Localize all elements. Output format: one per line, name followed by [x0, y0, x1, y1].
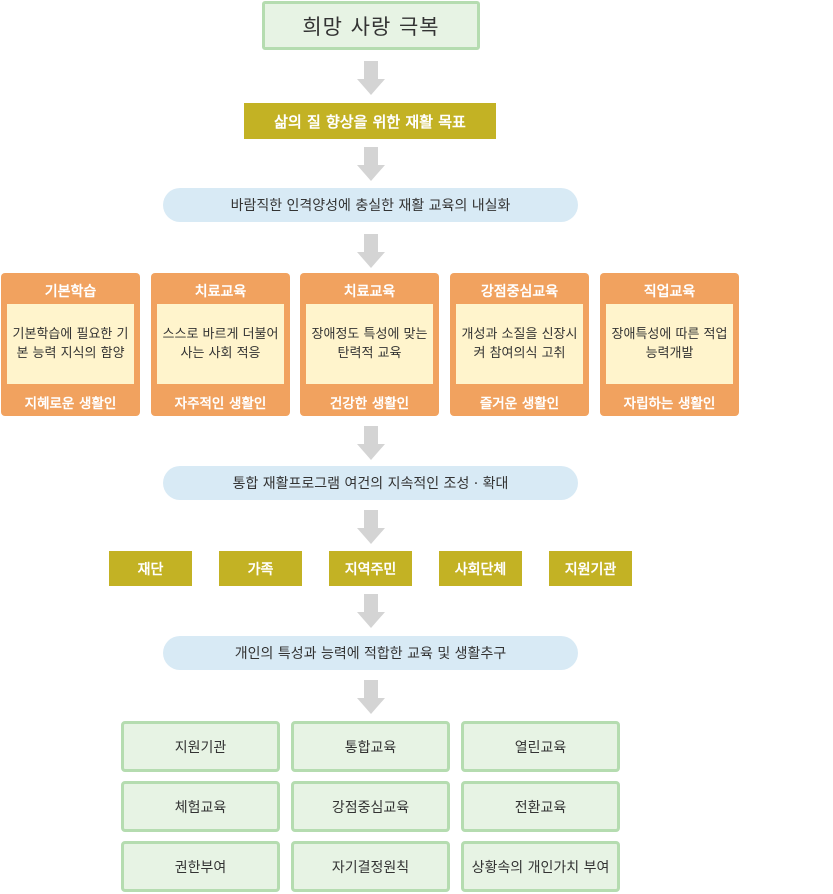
- program-result: 지혜로운 생활인: [24, 396, 117, 412]
- program-card: 치료교육 스스로 바르게 더불어 사는 사회 적응 자주적인 생활인: [151, 273, 290, 416]
- arrow-down-icon: [357, 426, 385, 460]
- arrow-down-icon: [357, 147, 385, 181]
- program-card: 직업교육 장애특성에 따른 적업 능력개발 자립하는 생활인: [600, 273, 739, 416]
- arrow-down-icon: [357, 234, 385, 268]
- program-result: 자립하는 생활인: [623, 396, 716, 412]
- program-description: 개성과 소질을 신장시켜 참여의식 고취: [456, 304, 583, 384]
- program-title: 직업교육: [643, 284, 696, 300]
- outcome-box: 자기결정원칙: [291, 841, 450, 892]
- outcome-box: 지원기관: [121, 721, 280, 772]
- partner-tag: 가족: [219, 551, 302, 586]
- program-description: 장애정도 특성에 맞는 탄력적 교육: [306, 304, 433, 384]
- goal-box: 삶의 질 향상을 위한 재활 목표: [244, 103, 496, 139]
- outcome-box: 권한부여: [121, 841, 280, 892]
- partner-tag: 지원기관: [549, 551, 632, 586]
- partner-tag: 사회단체: [439, 551, 522, 586]
- arrow-down-icon: [357, 680, 385, 714]
- title-box: 희망 사랑 극복: [262, 1, 480, 50]
- outcome-box: 상황속의 개인가치 부여: [461, 841, 620, 892]
- outcome-box: 전환교육: [461, 781, 620, 832]
- program-description: 기본학습에 필요한 기본 능력 지식의 함양: [7, 304, 134, 384]
- arrow-down-icon: [357, 510, 385, 544]
- step-pill-1: 바람직한 인격양성에 충실한 재활 교육의 내실화: [163, 188, 578, 222]
- outcome-box: 열린교육: [461, 721, 620, 772]
- program-result: 즐거운 생활인: [479, 396, 560, 412]
- program-description: 스스로 바르게 더불어 사는 사회 적응: [157, 304, 284, 384]
- program-result: 건강한 생활인: [329, 396, 410, 412]
- outcome-box: 강점중심교육: [291, 781, 450, 832]
- program-result: 자주적인 생활인: [174, 396, 267, 412]
- arrow-down-icon: [357, 594, 385, 628]
- program-card: 강점중심교육 개성과 소질을 신장시켜 참여의식 고취 즐거운 생활인: [450, 273, 589, 416]
- outcome-box: 통합교육: [291, 721, 450, 772]
- step-pill-3: 개인의 특성과 능력에 적합한 교육 및 생활추구: [163, 636, 578, 670]
- step-pill-2: 통합 재활프로그램 여건의 지속적인 조성 · 확대: [163, 466, 578, 500]
- program-title: 치료교육: [194, 284, 247, 300]
- program-card: 기본학습 기본학습에 필요한 기본 능력 지식의 함양 지혜로운 생활인: [1, 273, 140, 416]
- program-description: 장애특성에 따른 적업 능력개발: [606, 304, 733, 384]
- arrow-down-icon: [357, 61, 385, 95]
- partner-tag: 지역주민: [329, 551, 412, 586]
- program-card: 치료교육 장애정도 특성에 맞는 탄력적 교육 건강한 생활인: [300, 273, 439, 416]
- program-title: 치료교육: [343, 284, 396, 300]
- program-title: 강점중심교육: [480, 284, 559, 300]
- outcome-box: 체험교육: [121, 781, 280, 832]
- partner-tag: 재단: [109, 551, 192, 586]
- program-title: 기본학습: [44, 284, 97, 300]
